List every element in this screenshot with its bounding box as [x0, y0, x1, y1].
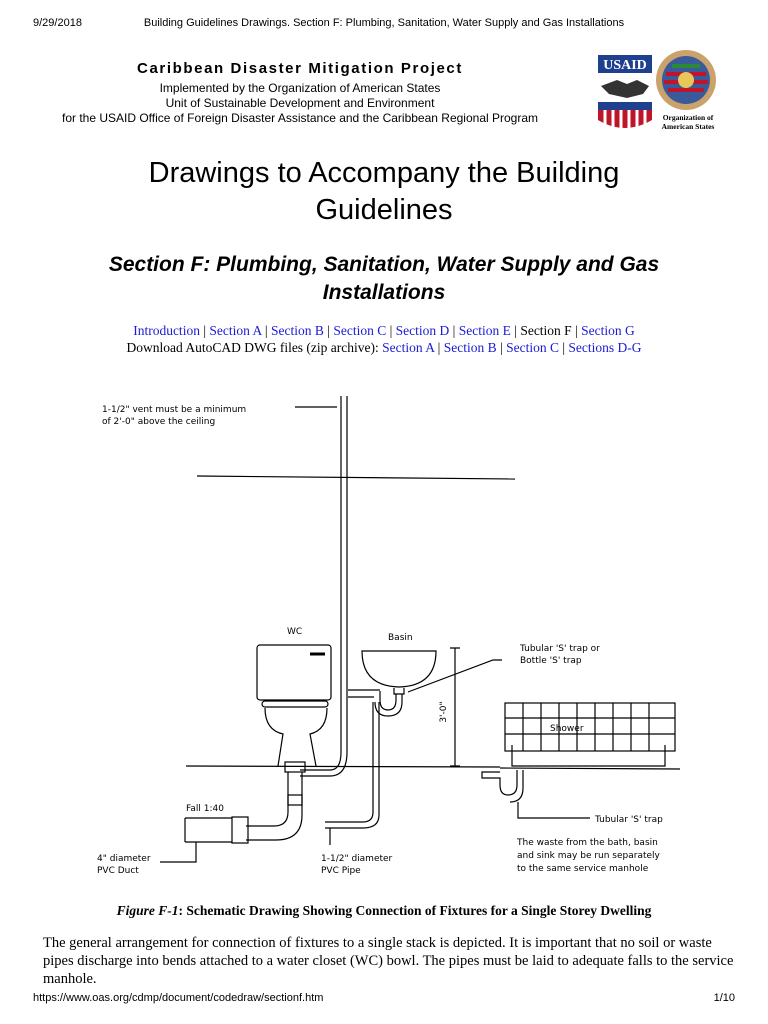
- shower-label: Shower: [550, 724, 584, 734]
- shower-tray: [511, 745, 666, 767]
- basin-label: Basin: [388, 633, 413, 643]
- print-date: 9/29/2018: [33, 17, 82, 29]
- fall-label: Fall 1:40: [186, 804, 224, 814]
- wc-tank: [256, 644, 332, 701]
- dimension-line: [450, 647, 460, 767]
- svg-text:Organization of: Organization of: [663, 113, 714, 122]
- figure-caption-text: : Schematic Drawing Showing Connection o…: [178, 903, 652, 918]
- oas-logo: Organization of American States: [656, 50, 716, 131]
- footer-page-number: 1/10: [713, 992, 735, 1004]
- soil-pipe: [246, 772, 303, 841]
- waste-note: The waste from the bath, basin: [516, 838, 658, 848]
- dimension-label: 3'-0": [439, 701, 449, 722]
- print-title: Building Guidelines Drawings. Section F:…: [143, 17, 625, 29]
- section-title: Section F: Plumbing, Sanitation, Water S…: [108, 253, 660, 304]
- basin-waste-pipe: [325, 702, 380, 829]
- download-section-a[interactable]: Section A: [382, 340, 435, 355]
- shower-trap: [481, 770, 524, 803]
- shower-trap-label: Tubular 'S' trap: [594, 815, 663, 825]
- nav-section-a[interactable]: Section A: [209, 323, 262, 338]
- org-line: Implemented by the Organization of Ameri…: [159, 81, 441, 95]
- download-prefix: Download AutoCAD DWG files (zip archive)…: [126, 340, 383, 355]
- figure-caption: Figure F-1: Schematic Drawing Showing Co…: [0, 903, 768, 919]
- floor-line: [185, 765, 501, 768]
- shower-floor-line: [499, 767, 681, 770]
- duct-pipe: [184, 817, 232, 843]
- nav-section-e[interactable]: Section E: [458, 323, 511, 338]
- download-section-b[interactable]: Section B: [443, 340, 497, 355]
- nav-section-b[interactable]: Section B: [271, 323, 324, 338]
- vent-note: 1-1/2" vent must be a minimum: [102, 405, 246, 415]
- wc-bowl: [264, 707, 328, 767]
- download-section-c[interactable]: Section C: [506, 340, 559, 355]
- vent-note: of 2'-0" above the ceiling: [102, 417, 215, 427]
- nav-introduction[interactable]: Introduction: [133, 323, 200, 338]
- org-line: Unit of Sustainable Development and Envi…: [165, 96, 435, 110]
- trap-note: Bottle 'S' trap: [520, 656, 582, 666]
- nav-section-d[interactable]: Section D: [395, 323, 450, 338]
- pipe-note: PVC Pipe: [321, 866, 361, 876]
- svg-text:American States: American States: [662, 122, 715, 131]
- footer-url: https://www.oas.org/cdmp/document/codedr…: [33, 992, 324, 1004]
- waste-note: to the same service manhole: [517, 864, 649, 874]
- nav-section-f-current: Section F: [520, 323, 572, 338]
- download-links: Download AutoCAD DWG files (zip archive)…: [126, 340, 642, 355]
- body-paragraph: The general arrangement for connection o…: [43, 935, 734, 987]
- duct-leader: [160, 842, 197, 863]
- trap-note: Tubular 'S' trap or: [519, 644, 600, 654]
- usaid-logo: USAID: [598, 55, 652, 129]
- download-sections-d-g[interactable]: Sections D-G: [568, 340, 642, 355]
- wc-seat: [261, 700, 329, 708]
- basin-trap: [374, 688, 405, 717]
- pipe-note: 1-1/2" diameter: [321, 854, 393, 864]
- duct-note: PVC Duct: [97, 866, 139, 876]
- nav-section-c[interactable]: Section C: [333, 323, 387, 338]
- basin-bowl: [361, 650, 437, 688]
- trap-leader: [407, 659, 502, 693]
- basin-branch: [348, 689, 380, 698]
- page-title: Drawings to Accompany the Building Guide…: [148, 157, 620, 226]
- figure-number: Figure F-1: [116, 903, 179, 918]
- ceiling-line: [196, 475, 516, 480]
- waste-note: and sink may be run separately: [517, 851, 661, 861]
- svg-text:USAID: USAID: [603, 58, 647, 73]
- section-nav: Introduction | Section A | Section B | S…: [133, 323, 635, 338]
- shower-tiles: [504, 702, 676, 752]
- nav-section-g[interactable]: Section G: [581, 323, 635, 338]
- plumbing-schematic-drawing: 1-1/2" vent must be a minimum of 2'-0" a…: [97, 396, 681, 876]
- vent-stack: [300, 396, 348, 777]
- org-title: Caribbean Disaster Mitigation Project: [137, 60, 463, 77]
- wc-label: WC: [287, 627, 302, 637]
- org-line: for the USAID Office of Foreign Disaster…: [61, 111, 538, 125]
- shower-trap-leader: [517, 802, 590, 819]
- duct-note: 4" diameter: [97, 854, 151, 864]
